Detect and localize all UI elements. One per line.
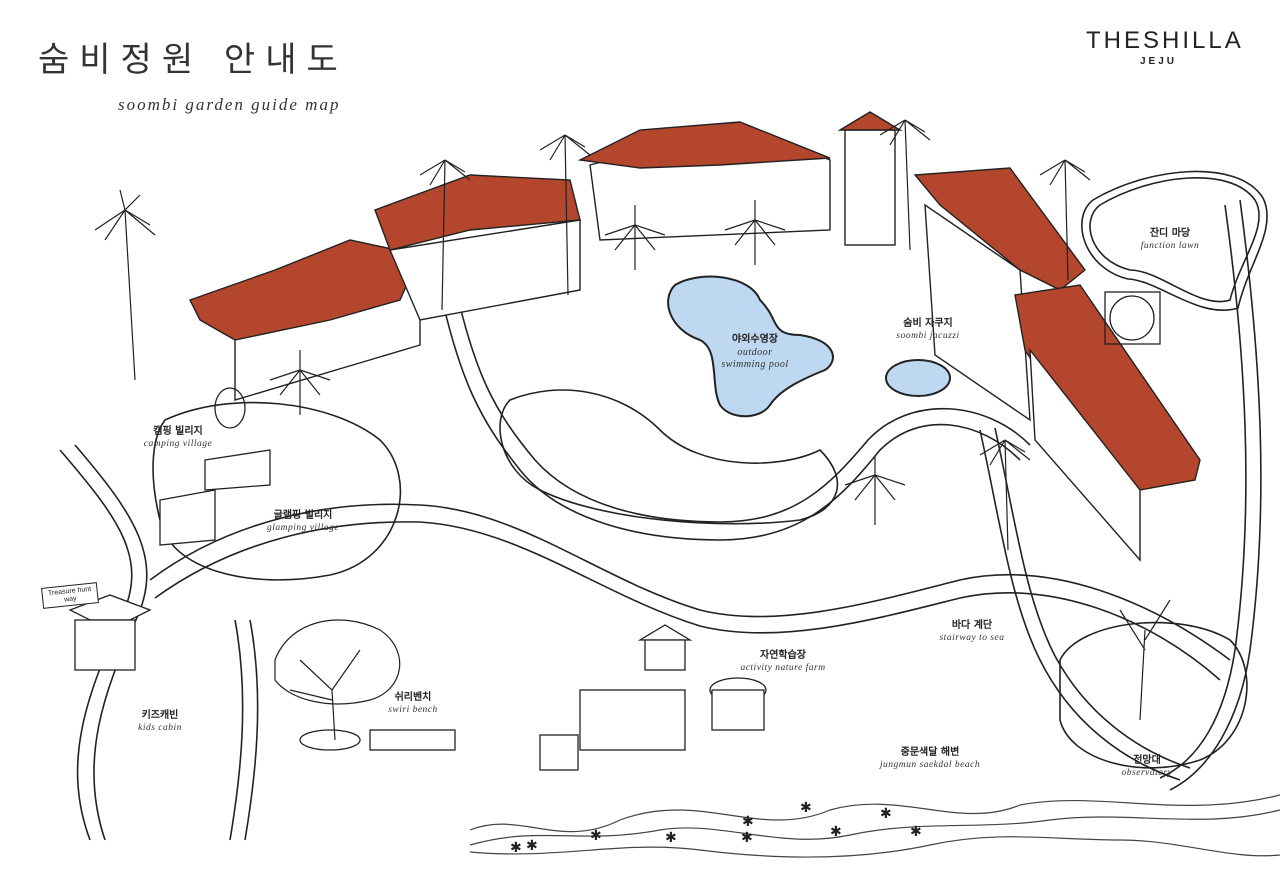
location-label-ko: 잔디 마당 [1149,228,1191,239]
location-label-ko: 쉬리벤치 [394,692,432,703]
svg-text:✱: ✱ [665,830,677,846]
location-label-en: observatory [1121,767,1173,778]
svg-text:✱: ✱ [590,828,602,844]
location-label-ko: 글램핑 빌리지 [273,510,333,521]
misc-structures [68,291,1161,771]
hotel-buildings [189,111,1201,562]
location-label-ko: 키즈캐빈 [141,710,179,721]
svg-text:✱: ✱ [526,838,538,854]
svg-text:✱: ✱ [742,814,754,830]
svg-text:✱: ✱ [510,840,522,856]
location-function-lawn[interactable]: 잔디 마당 function lawn [1141,228,1200,252]
swiri-tree [274,599,1171,741]
location-label-en: activity nature farm [740,662,826,673]
palm-trees [94,119,1091,551]
location-label-ko: 자연학습장 [759,650,806,661]
location-stairway-to-sea[interactable]: 바다 계단 stairway to sea [939,620,1004,644]
paths [59,170,1268,841]
location-label-en: outdoor [737,346,773,358]
location-label-en: jungmun saekdal beach [879,759,981,770]
svg-text:✱: ✱ [741,830,753,846]
location-label-en: stairway to sea [939,632,1005,643]
location-camping-village[interactable]: 캠핑 빌리지 camping village [144,426,212,450]
location-label-en: glamping village [266,522,340,533]
sea-waves [469,794,1280,858]
map-title-english: soombi garden guide map [118,95,341,114]
location-label-en: camping village [143,438,213,449]
location-label-en: swiri bench [388,704,438,715]
location-label-en: function lawn [1140,240,1200,251]
location-label-ko: 숨비 자쿠지 [903,318,953,329]
location-swiri-bench[interactable]: 쉬리벤치 swiri bench [388,692,438,716]
location-label-ko: 중문색달 해변 [900,747,960,758]
jacuzzi-shape [885,359,951,397]
location-label-en-2: swimming pool [721,359,789,370]
location-label-ko: 캠핑 빌리지 [153,426,203,437]
location-kids-cabin[interactable]: 키즈캐빈 kids cabin [138,710,182,734]
location-observatory[interactable]: 전망대 observatory [1122,755,1173,779]
location-activity-nature-farm[interactable]: 자연학습장 activity nature farm [740,650,825,674]
location-soombi-jacuzzi[interactable]: 숨비 자쿠지 soombi jacuzzi [896,318,959,342]
starfish-decorations: ✱✱✱ ✱✱✱ ✱✱✱✱ [510,800,922,856]
location-label-ko: 바다 계단 [951,620,993,631]
brand-logo: THESHILLA [1086,27,1244,54]
svg-text:✱: ✱ [830,824,842,840]
location-label-en: kids cabin [138,722,182,733]
pool-shape [667,275,834,418]
location-label-ko: 야외수영장 [732,334,778,345]
map-title-korean: 숨비정원 안내도 [38,40,348,80]
brand-location: JEJU [1140,56,1178,67]
svg-text:✱: ✱ [800,800,812,816]
location-jungmun-saekdal-beach[interactable]: 중문색달 해변 jungmun saekdal beach [880,747,980,771]
location-glamping-village[interactable]: 글램핑 빌리지 glamping village [267,510,339,534]
svg-text:✱: ✱ [880,806,892,822]
location-label-ko: 전망대 [1133,755,1161,766]
location-label-en: soombi jacuzzi [896,330,960,341]
location-outdoor-swimming-pool[interactable]: 야외수영장 outdoor swimming pool [721,334,788,372]
svg-text:✱: ✱ [910,824,922,840]
